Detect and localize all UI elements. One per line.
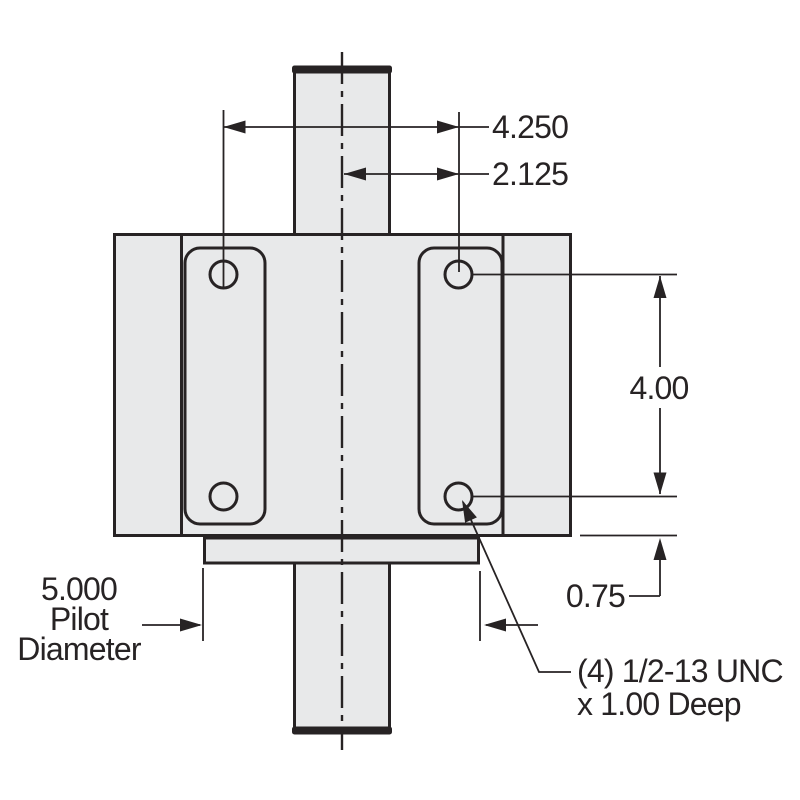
arrowhead-left-icon xyxy=(223,120,246,134)
dimension-hole-spacing-vertical: 4.00 xyxy=(471,273,689,498)
arrowhead-down-icon xyxy=(653,472,667,495)
leader-line xyxy=(462,501,571,673)
arrowhead-left-icon xyxy=(344,167,366,181)
dimension-hole-spacing-horizontal: 4.250 xyxy=(223,109,569,145)
arrowhead-right-icon xyxy=(437,120,459,134)
bolt-hole-bottom-left xyxy=(208,481,239,512)
thread-note: (4) 1/2-13 UNC x 1.00 Deep xyxy=(462,500,784,722)
dimension-label: 0.75 xyxy=(566,578,625,614)
dimension-hole-to-centerline: 2.125 xyxy=(344,156,569,192)
leader-arrowhead-icon xyxy=(462,500,477,523)
arrowhead-right-icon xyxy=(180,618,202,632)
arrowhead-up-icon xyxy=(653,538,667,560)
dimension-label: 4.250 xyxy=(492,109,568,145)
left-mounting-pad xyxy=(183,246,267,526)
dimension-pilot-diameter: 5.000 Pilot Diameter xyxy=(17,568,538,667)
dimension-label: 4.00 xyxy=(629,370,688,406)
arrowhead-up-icon xyxy=(653,276,667,298)
pilot-diameter-word2: Diameter xyxy=(17,631,142,667)
thread-note-line1: (4) 1/2-13 UNC xyxy=(577,653,783,689)
right-mounting-pad xyxy=(417,246,504,526)
dimension-label: 2.125 xyxy=(492,156,568,192)
thread-note-line2: x 1.00 Deep xyxy=(577,686,741,722)
arrowhead-right-icon xyxy=(437,167,459,181)
pilot-diameter-value: 5.000 xyxy=(41,571,117,607)
bolt-hole-top-left xyxy=(208,259,239,290)
dimension-pilot-depth: 0.75 xyxy=(566,534,677,614)
arrowhead-left-icon xyxy=(484,618,506,632)
pilot-diameter-word1: Pilot xyxy=(50,601,109,637)
